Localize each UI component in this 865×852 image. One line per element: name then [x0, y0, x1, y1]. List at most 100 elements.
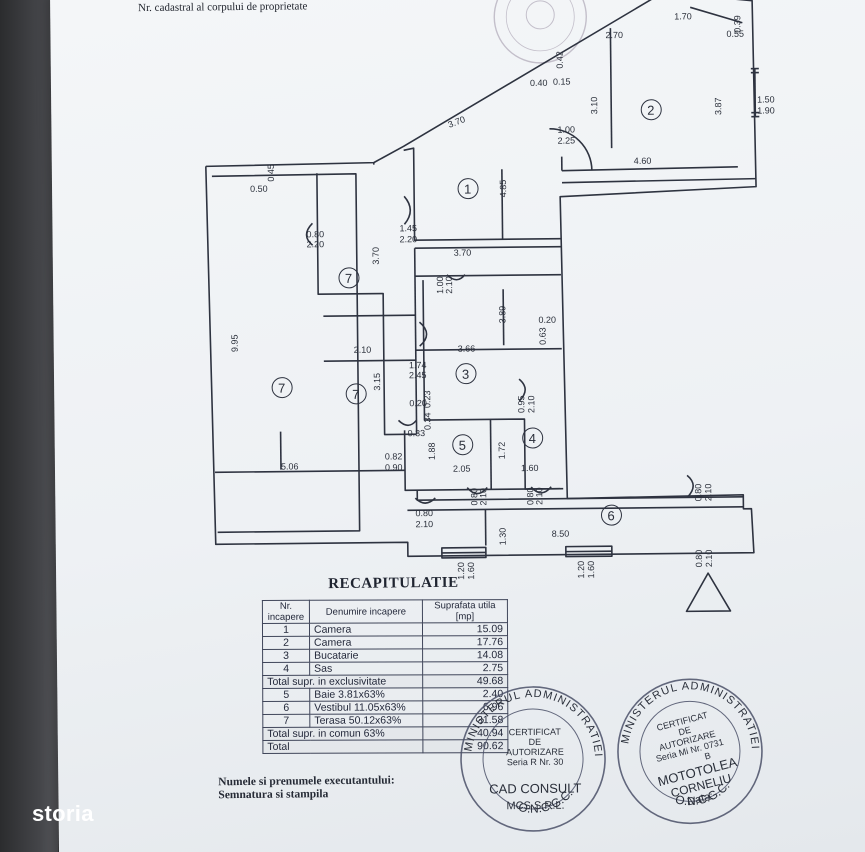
dimension-label: 2.10 — [416, 519, 434, 529]
dimension-label: 0.80 — [469, 488, 479, 506]
dimension-label: 0.63 — [538, 327, 548, 345]
cell-total-label: Total supr. in comun 63% — [262, 726, 423, 741]
dimension-label: 1.74 — [409, 360, 427, 370]
dimension-label: 2.45 — [409, 370, 427, 380]
background-edge — [0, 0, 58, 852]
table-row: 4 Sas 2.75 — [262, 661, 508, 676]
dimension-label: 2.20 — [307, 239, 325, 249]
dimension-label: 0.80 — [415, 508, 433, 518]
cell-area: 17.76 — [422, 635, 508, 649]
cell-area: 15.09 — [422, 622, 508, 636]
cell-name: Terasa 50.12x63% — [309, 713, 423, 728]
dimension-label: 1.88 — [427, 442, 437, 460]
table-header-row: Nr. incapere Denumire incapere Suprafata… — [262, 599, 508, 624]
dimension-label: 0.20 — [409, 398, 427, 408]
dimension-label: 0.80 — [694, 550, 704, 568]
dimension-label: 0.34 — [422, 412, 432, 430]
header-nr: Nr. incapere — [262, 600, 310, 624]
stamp1-line1: CERTIFICAT — [509, 727, 562, 738]
dimension-label: 0.50 — [250, 184, 268, 194]
stamp2-line5: B — [704, 750, 712, 761]
room-2: 2 — [647, 103, 654, 118]
dimension-label: 2.10 — [534, 487, 544, 505]
cell-name: Baie 3.81x63% — [309, 687, 423, 702]
dimension-label: 1.20 — [576, 561, 586, 579]
dimension-label: 2.05 — [453, 464, 471, 474]
dimension-label: 9.95 — [230, 335, 240, 353]
cell-name: Sas — [309, 661, 423, 676]
dimension-label: 1.20 — [456, 562, 466, 580]
cell-name: Camera — [309, 622, 423, 637]
dimension-label: 3.70 — [454, 248, 472, 258]
room-7c: 7 — [278, 381, 285, 396]
dimension-label: 3.66 — [458, 344, 476, 354]
dimension-label: 1.70 — [674, 11, 692, 21]
walls — [205, 0, 760, 613]
header-text: Nr. cadastral al corpului de proprietate — [138, 0, 307, 14]
dimension-label: 1.72 — [497, 442, 507, 460]
cell-nr: 1 — [262, 623, 310, 637]
room-7b: 7 — [352, 387, 359, 402]
dimension-label: 0.39 — [732, 15, 742, 33]
logo-text-mid: o — [52, 801, 66, 826]
executant-signature-label: Semnatura si stampila — [218, 788, 329, 802]
stamp1-line2: DE — [529, 737, 542, 747]
cell-name: Bucatarie — [309, 648, 423, 663]
stamp2-line2: DE — [677, 725, 692, 738]
document-sheet: Nr. cadastral al corpului de proprietate — [50, 0, 865, 852]
dimension-label: 1.60 — [466, 562, 476, 580]
dimension-label: 4.60 — [634, 156, 652, 166]
cell-name: Vestibul 11.05x63% — [309, 700, 423, 715]
logo-text-end: ria — [65, 801, 94, 826]
dimension-label: 1.90 — [757, 105, 775, 115]
dimension-label: 1.00 — [557, 125, 575, 135]
stamp-mototolea: MINISTERUL ADMINISTRATIEI PUBLICE O.N.C.… — [609, 671, 763, 825]
cell-nr: 4 — [262, 662, 310, 676]
dimension-label: 0.20 — [538, 315, 556, 325]
dimension-label: 0.80 — [525, 487, 535, 505]
dimension-label: 5.06 — [281, 461, 299, 471]
dimension-label: 0.15 — [553, 77, 571, 87]
dimension-label: 2.25 — [558, 136, 576, 146]
dimension-label: 1.30 — [498, 528, 508, 546]
dimension-label: 1.45 — [399, 223, 417, 233]
dimension-label: 0.80 — [693, 484, 703, 502]
dimension-label: 2.10 — [703, 484, 713, 502]
dimension-label: 0.45 — [266, 164, 276, 182]
stamp1-name: CAD CONSULT — [489, 780, 581, 796]
cell-total-label: Total — [262, 739, 423, 754]
cell-area: 14.08 — [422, 648, 508, 662]
logo-text-start: st — [32, 801, 53, 826]
table-row: 2 Camera 17.76 — [262, 635, 508, 650]
header-area: Suprafata utila [mp] — [422, 599, 508, 623]
stamp1-line3: AUTORIZARE — [506, 747, 564, 758]
executant-block: Numele si prenumele executantului: Semna… — [218, 774, 395, 802]
room-6: 6 — [607, 508, 614, 523]
room-5: 5 — [459, 438, 466, 453]
header-name: Denumire incapere — [309, 599, 423, 624]
dimension-label: 1.60 — [586, 561, 596, 579]
dimension-label: 2.10 — [354, 345, 372, 355]
stamp1-company: MCS S.R.L. — [506, 800, 564, 813]
dimension-label: 3.87 — [713, 97, 723, 115]
stamp1-line4: Seria R Nr. 30 — [507, 757, 564, 768]
dimension-label: 1.00 — [435, 276, 445, 294]
dimension-label: 3.15 — [372, 373, 382, 391]
cell-area: 2.75 — [422, 661, 508, 675]
cell-nr: 7 — [262, 714, 310, 728]
cell-name: Camera — [309, 635, 423, 650]
room-4: 4 — [529, 431, 536, 446]
cell-total-label: Total supr. in exclusivitate — [262, 674, 423, 689]
cell-nr: 5 — [262, 688, 310, 702]
recap-title: RECAPITULATIE — [328, 574, 459, 593]
dimension-label: 3.70 — [371, 247, 381, 265]
dimension-label: 2.20 — [400, 234, 418, 244]
cell-nr: 2 — [262, 636, 310, 650]
executant-name-label: Numele si prenumele executantului: — [218, 774, 395, 789]
dimension-label: 3.89 — [497, 306, 507, 324]
storia-logo: storia — [32, 801, 94, 827]
table-row: 3 Bucatarie 14.08 — [262, 648, 508, 663]
room-7a: 7 — [345, 271, 352, 286]
dimension-label: 1.60 — [521, 463, 539, 473]
